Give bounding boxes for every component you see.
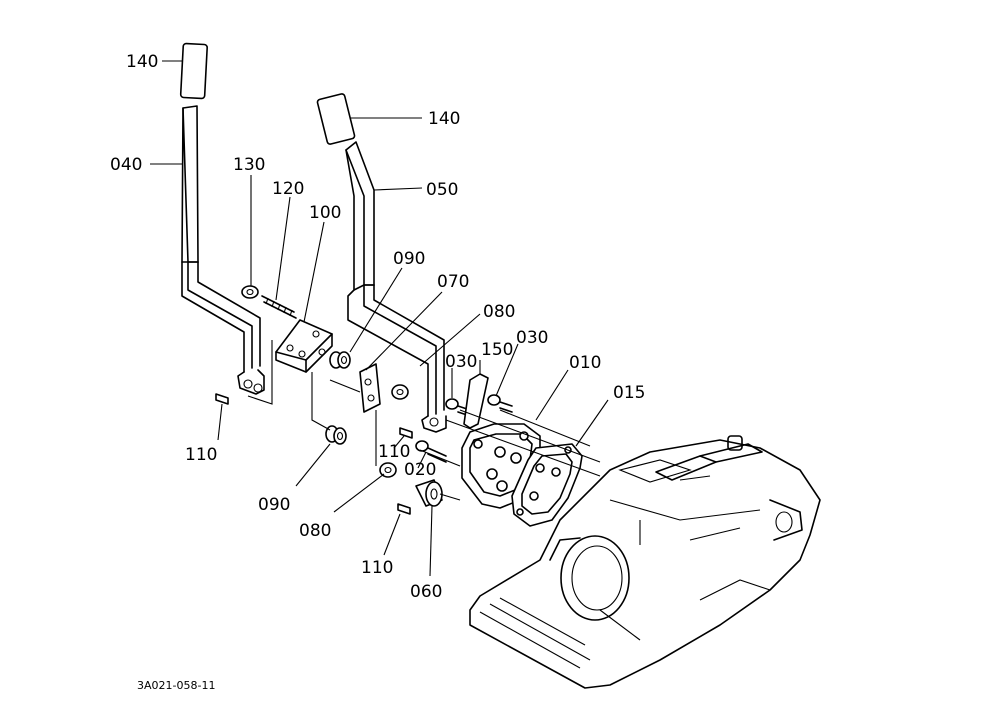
bracket-100 bbox=[275, 319, 333, 373]
label-050: 050 bbox=[426, 180, 458, 200]
label-140-top: 140 bbox=[126, 52, 158, 72]
transmission-housing bbox=[469, 435, 821, 689]
label-150: 150 bbox=[481, 340, 513, 360]
label-040: 040 bbox=[110, 155, 142, 175]
springs-washers bbox=[215, 351, 513, 515]
label-080-upper: 080 bbox=[483, 302, 515, 322]
knob-140b bbox=[316, 93, 356, 145]
plate-070 bbox=[359, 363, 381, 413]
diagram-code: 3A021-058-11 bbox=[137, 679, 215, 692]
knob-140a bbox=[179, 42, 208, 100]
part-labels: 140 040 130 120 100 140 050 090 070 080 … bbox=[110, 52, 645, 602]
label-140-right: 140 bbox=[428, 109, 460, 129]
label-010: 010 bbox=[569, 353, 601, 373]
lever-050 bbox=[316, 93, 447, 433]
label-100: 100 bbox=[309, 203, 341, 223]
label-130: 130 bbox=[233, 155, 265, 175]
label-070: 070 bbox=[437, 272, 469, 292]
label-120: 120 bbox=[272, 179, 304, 199]
label-090-upper: 090 bbox=[393, 249, 425, 269]
label-090-lower: 090 bbox=[258, 495, 290, 515]
nut-130-spring-120 bbox=[241, 285, 297, 319]
assembly-lines bbox=[247, 340, 601, 501]
label-060: 060 bbox=[410, 582, 442, 602]
label-030-left: 030 bbox=[445, 352, 477, 372]
label-015: 015 bbox=[613, 383, 645, 403]
leader-lines bbox=[150, 60, 609, 577]
label-110-left: 110 bbox=[185, 445, 217, 465]
label-110-middle: 110 bbox=[378, 442, 410, 462]
label-110-lower: 110 bbox=[361, 558, 393, 578]
label-080-lower: 080 bbox=[299, 521, 331, 541]
label-030-right: 030 bbox=[516, 328, 548, 348]
gasket-015 bbox=[511, 443, 583, 527]
lever-040 bbox=[179, 42, 265, 395]
label-020: 020 bbox=[404, 460, 436, 480]
